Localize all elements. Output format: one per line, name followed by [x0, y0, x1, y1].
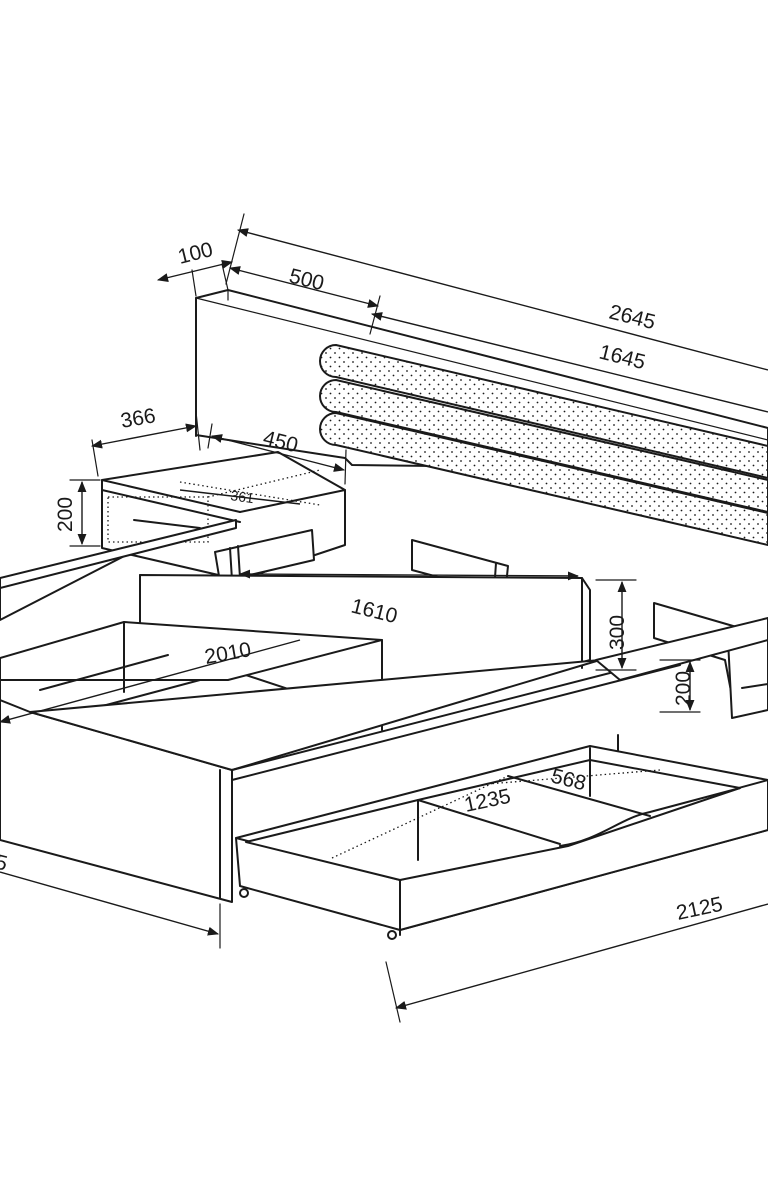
dim-headboard-depth: 100 [176, 238, 216, 269]
dim-cushion-width: 1645 [597, 341, 648, 375]
dim-drawer-total: 2125 [674, 893, 724, 925]
dim-drawer-inner: 361 [230, 487, 256, 506]
dim-right-stand-height: 200 [672, 671, 695, 706]
left-nightstand [101, 451, 346, 583]
underbed-drawer [235, 745, 768, 940]
dim-nightstand-height: 200 [54, 497, 77, 532]
dim-frame-height: 300 [606, 615, 629, 650]
dim-cut-off-left: 5 [0, 851, 10, 876]
dimension-lines [0, 213, 768, 1023]
dim-headboard-panel: 500 [287, 265, 327, 296]
headboard-cushions [319, 344, 768, 546]
dim-nightstand-depth: 366 [119, 404, 158, 433]
bed-frame [0, 519, 768, 903]
